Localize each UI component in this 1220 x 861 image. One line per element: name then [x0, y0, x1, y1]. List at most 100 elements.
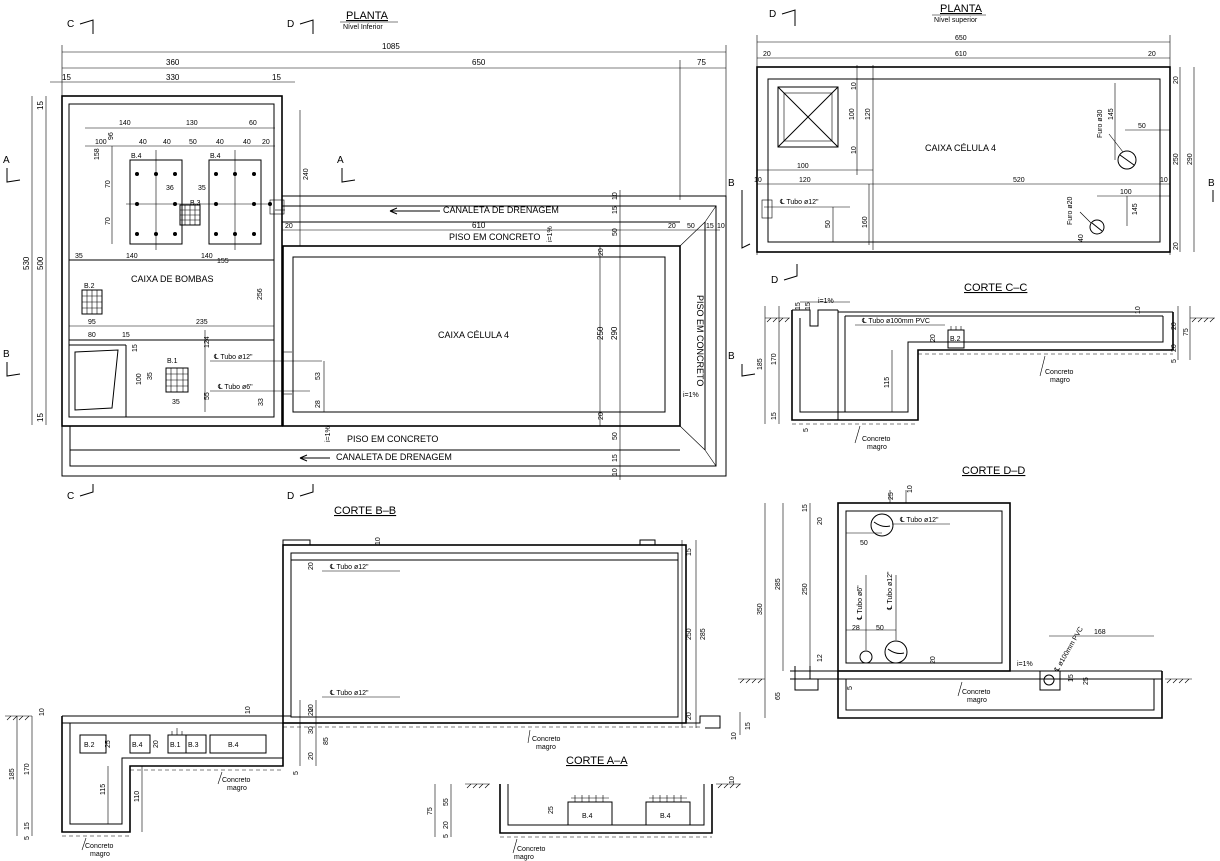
svg-text:610: 610 — [955, 51, 967, 58]
svg-text:C: C — [67, 19, 74, 30]
svg-text:5: 5 — [803, 428, 810, 432]
svg-text:5: 5 — [443, 834, 450, 838]
svg-text:145: 145 — [1108, 108, 1115, 120]
svg-text:55: 55 — [443, 798, 450, 806]
svg-text:20: 20 — [308, 704, 315, 712]
svg-text:10: 10 — [375, 537, 382, 545]
section-bb-b3: B.3 — [188, 742, 199, 749]
plan-lower-subtitle: Nível Inferior — [343, 24, 383, 31]
svg-text:B: B — [1208, 178, 1215, 189]
svg-text:170: 170 — [24, 763, 31, 775]
svg-text:C: C — [67, 491, 74, 502]
svg-text:10: 10 — [851, 146, 858, 154]
svg-text:85: 85 — [323, 737, 330, 745]
svg-text:100: 100 — [1120, 189, 1132, 196]
svg-text:℄ Tubo ø6": ℄ Tubo ø6" — [856, 585, 864, 620]
section-marker-a-mid: A — [337, 155, 356, 183]
svg-text:20: 20 — [763, 51, 771, 58]
svg-text:15: 15 — [24, 822, 31, 830]
svg-text:15: 15 — [62, 73, 71, 82]
svg-text:20: 20 — [308, 708, 315, 716]
svg-text:120: 120 — [865, 108, 872, 120]
svg-text:i=1%: i=1% — [683, 392, 699, 399]
svg-text:℄ Tubo ø12": ℄ Tubo ø12" — [330, 689, 369, 697]
section-bb-b4b: B.4 — [228, 742, 239, 749]
svg-text:40: 40 — [216, 139, 224, 146]
svg-text:A: A — [3, 155, 10, 166]
svg-text:130: 130 — [186, 120, 198, 127]
svg-text:250: 250 — [1173, 153, 1180, 165]
svg-text:15: 15 — [612, 206, 619, 214]
svg-text:25: 25 — [105, 740, 112, 748]
svg-text:40: 40 — [1078, 234, 1085, 242]
plan-upper-subtitle: Nível superior — [934, 17, 978, 24]
svg-text:140: 140 — [119, 120, 131, 127]
svg-text:Concreto: Concreto — [517, 846, 546, 853]
svg-text:50: 50 — [825, 220, 832, 228]
svg-text:10: 10 — [754, 177, 762, 184]
svg-text:55: 55 — [204, 392, 211, 400]
plan-lower-piso-bottom: PISO EM CONCRETO — [347, 434, 438, 444]
section-dd-title: CORTE D–D — [962, 465, 1025, 477]
svg-text:1085: 1085 — [382, 42, 400, 51]
svg-text:℄ Tubo ø12": ℄ Tubo ø12" — [330, 563, 369, 571]
svg-text:120: 120 — [799, 177, 811, 184]
svg-text:15: 15 — [36, 101, 45, 110]
section-bb-b2: B.2 — [84, 742, 95, 749]
svg-text:20: 20 — [1173, 76, 1180, 84]
svg-text:250: 250 — [596, 326, 605, 340]
plan-upper-caixa: CAIXA CÉLULA 4 — [925, 143, 996, 153]
svg-text:25: 25 — [548, 806, 555, 814]
svg-text:12: 12 — [817, 654, 824, 662]
svg-text:100: 100 — [136, 373, 143, 385]
svg-text:50: 50 — [612, 432, 619, 440]
svg-text:140: 140 — [201, 253, 213, 260]
svg-text:100: 100 — [849, 108, 856, 120]
svg-text:10: 10 — [717, 223, 725, 230]
svg-text:50: 50 — [189, 139, 197, 146]
svg-text:10: 10 — [245, 706, 252, 714]
svg-text:10: 10 — [729, 776, 736, 784]
section-aa-b4a: B.4 — [582, 813, 593, 820]
section-aa: CORTE A–A B.4 B.4 25 75 55 20 5 10 Concr… — [427, 755, 741, 861]
svg-text:20: 20 — [262, 139, 270, 146]
svg-text:D: D — [287, 491, 294, 502]
svg-text:185: 185 — [9, 768, 16, 780]
svg-text:D: D — [769, 9, 776, 20]
svg-text:15: 15 — [802, 504, 809, 512]
svg-text:20: 20 — [1171, 344, 1178, 352]
svg-text:96: 96 — [108, 132, 115, 140]
section-aa-b4b: B.4 — [660, 813, 671, 820]
svg-text:5: 5 — [293, 771, 300, 775]
svg-text:250: 250 — [802, 583, 809, 595]
svg-text:20: 20 — [1173, 242, 1180, 250]
svg-text:35: 35 — [75, 253, 83, 260]
svg-text:20: 20 — [817, 517, 824, 525]
svg-text:110: 110 — [134, 791, 141, 802]
svg-text:i=1%: i=1% — [1017, 661, 1033, 668]
svg-text:75: 75 — [1183, 328, 1190, 336]
svg-text:33: 33 — [258, 398, 265, 406]
svg-text:Concreto: Concreto — [532, 736, 561, 743]
svg-text:10: 10 — [1135, 306, 1142, 314]
svg-text:℄ Tubo ø12": ℄ Tubo ø12" — [900, 516, 939, 524]
svg-text:B: B — [728, 351, 735, 362]
svg-text:20: 20 — [598, 248, 605, 256]
plan-lower-b4b: B.4 — [210, 153, 221, 160]
svg-text:115: 115 — [884, 377, 891, 388]
svg-text:10: 10 — [612, 192, 619, 200]
svg-text:50: 50 — [876, 625, 884, 632]
svg-text:25: 25 — [888, 492, 895, 500]
svg-text:650: 650 — [472, 58, 486, 67]
svg-text:D: D — [287, 19, 294, 30]
svg-text:30: 30 — [308, 726, 315, 734]
plan-lower-b2: B.2 — [84, 283, 95, 290]
plan-lower: PLANTA Nível Inferior C D A A B C D — [3, 10, 727, 502]
section-marker-d-bottom: D — [287, 484, 314, 502]
svg-text:magro: magro — [536, 744, 556, 751]
svg-text:28: 28 — [852, 625, 860, 632]
svg-text:15: 15 — [1068, 674, 1075, 682]
svg-text:magro: magro — [867, 444, 887, 451]
section-dd: CORTE D–D ℄ Tubo ø12" ℄ Tubo ø6" ℄ Tubo … — [738, 465, 1192, 719]
